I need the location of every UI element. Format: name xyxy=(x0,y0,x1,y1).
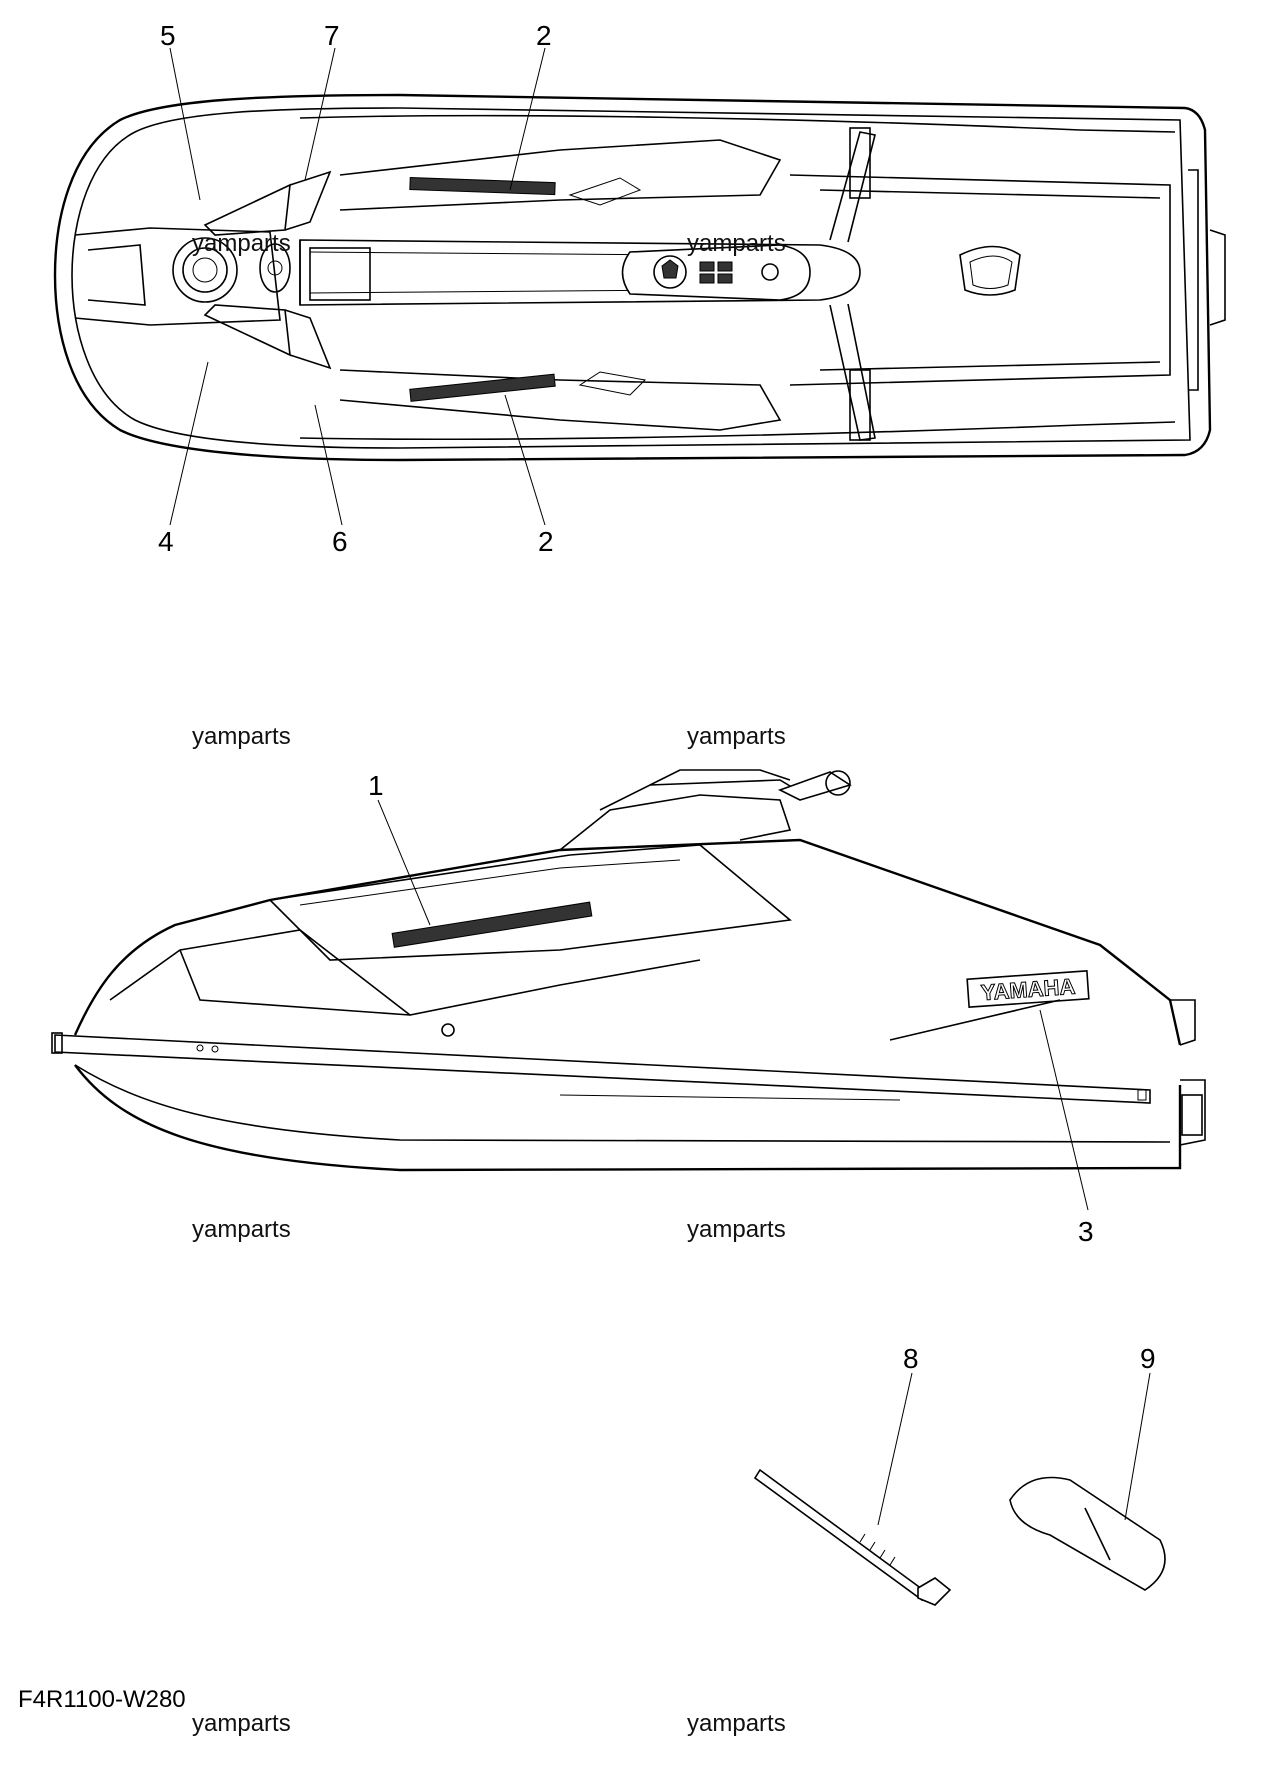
callout-6: 6 xyxy=(332,526,348,557)
watermark: yamparts xyxy=(687,230,786,257)
watermark: yamparts xyxy=(192,723,291,750)
watermark: yamparts xyxy=(192,1216,291,1243)
watermark: yamparts xyxy=(687,1710,786,1737)
callout-4: 4 xyxy=(158,526,174,557)
callout-9: 9 xyxy=(1140,1343,1156,1374)
cable-tie-part xyxy=(753,1372,952,1606)
side-view-watercraft: YAMAHA xyxy=(51,769,1206,1211)
bond-tube-part xyxy=(1009,1372,1166,1591)
callout-3: 3 xyxy=(1078,1216,1094,1247)
watermark: yamparts xyxy=(687,723,786,750)
callout-2-top: 2 xyxy=(536,20,552,51)
callout-8: 8 xyxy=(903,1343,919,1374)
callout-2-bottom: 2 xyxy=(538,526,554,557)
watermark: yamparts xyxy=(192,1710,291,1737)
watermark: yamparts xyxy=(687,1216,786,1243)
figure-code: F4R1100-W280 xyxy=(18,1686,186,1713)
callout-5: 5 xyxy=(160,20,176,51)
callout-1: 1 xyxy=(368,770,384,801)
top-view-watercraft xyxy=(53,47,1226,526)
watermark: yamparts xyxy=(192,230,291,257)
callout-7: 7 xyxy=(324,20,340,51)
